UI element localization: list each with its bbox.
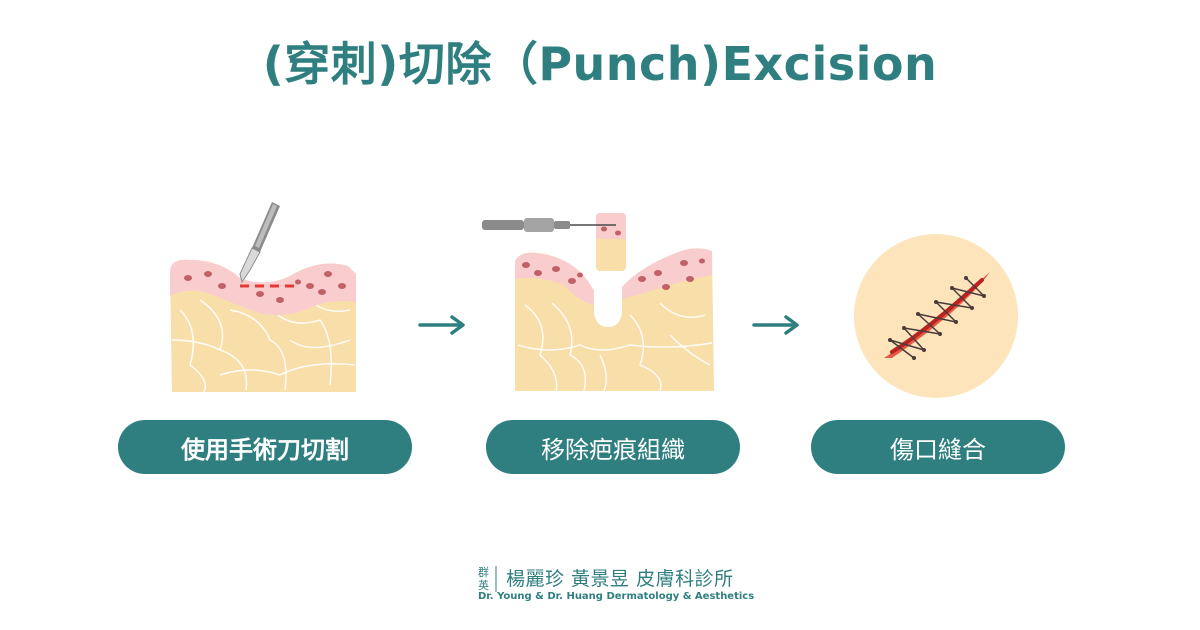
logo-char-2: 英: [478, 578, 489, 592]
step1-label: 使用手術刀切割: [118, 420, 412, 474]
step2-punch-illustration: [482, 213, 714, 392]
page-title: (穿刺)切除（Punch)Excision: [262, 37, 938, 91]
step2-label: 移除疤痕組織: [486, 420, 740, 474]
arrow-right-icon: [418, 315, 465, 335]
clinic-name: 楊麗珍 黃景昱 皮膚科診所: [506, 568, 734, 590]
step3-sutured-wound-illustration: [854, 234, 1018, 398]
clinic-name-en: Dr. Young & Dr. Huang Dermatology & Aest…: [478, 591, 755, 602]
step1-scalpel-illustration: [170, 202, 356, 393]
step3-label: 傷口縫合: [811, 420, 1065, 474]
clinic-logo: 群 英: [478, 564, 500, 594]
logo-char-1: 群: [478, 565, 489, 579]
arrow-right-icon: [752, 315, 799, 335]
